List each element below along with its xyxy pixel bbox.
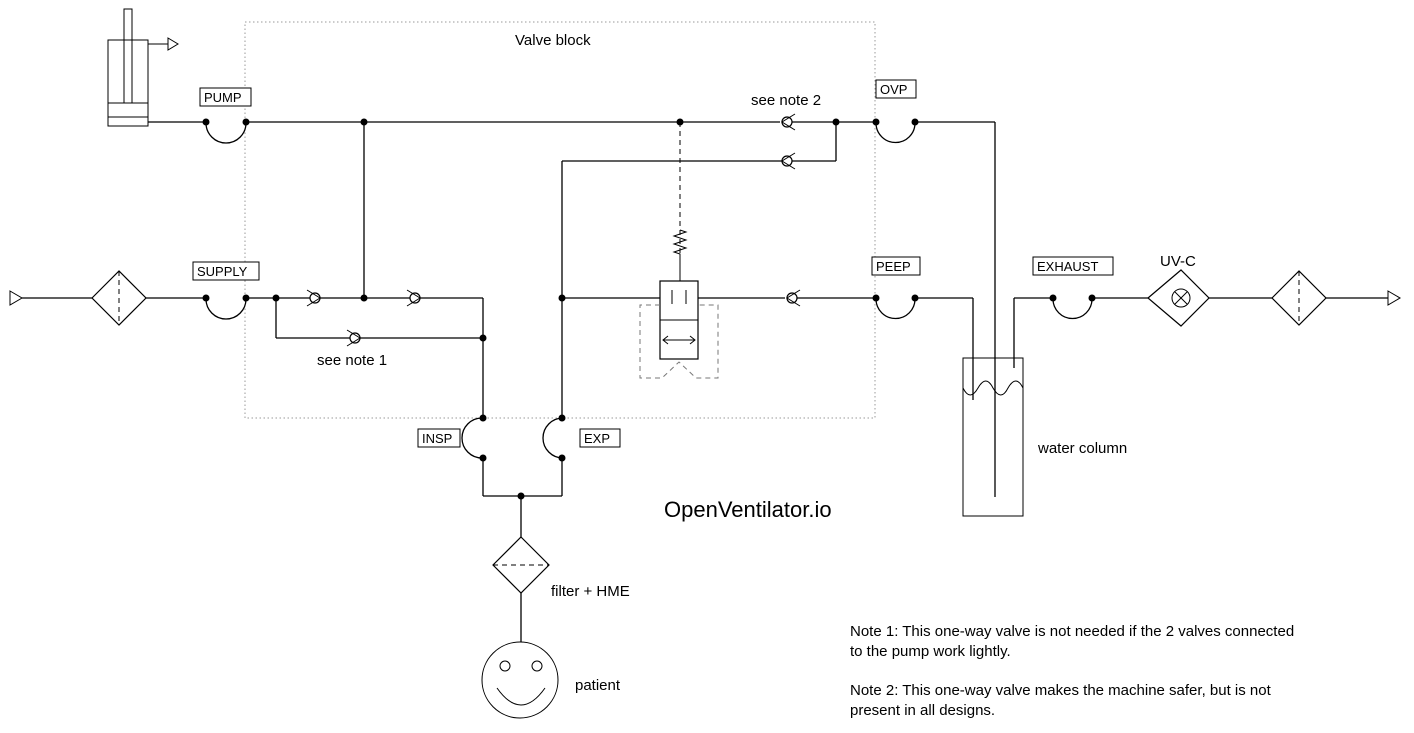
- pump-line: [148, 121, 996, 497]
- brand-title: OpenVentilator.io: [664, 497, 832, 522]
- junction: [872, 118, 880, 126]
- uv-c-label: UV-C: [1160, 253, 1196, 270]
- patient-filter-icon: [492, 536, 550, 594]
- water-column-icon: [962, 357, 1024, 517]
- junction: [202, 294, 210, 302]
- inlet-filter-icon: [91, 270, 147, 326]
- port-label-supply: SUPPLY: [197, 264, 248, 279]
- tag-box: [875, 79, 917, 99]
- pump-cylinder-icon: [107, 8, 179, 127]
- junction: [1049, 294, 1057, 302]
- tag-box: [199, 87, 252, 107]
- exhaust-outlet-icon: [1387, 290, 1401, 306]
- junction: [242, 118, 250, 126]
- port-label-pump: PUMP: [204, 90, 242, 105]
- note-2-line-1: Note 2: This one-way valve makes the mac…: [850, 682, 1272, 699]
- junction: [272, 294, 280, 302]
- uv-c-lamp-icon: [1147, 269, 1210, 327]
- junction: [479, 414, 487, 422]
- exhaust-filter-icon: [1271, 270, 1327, 326]
- see-note-2-label: see note 2: [751, 92, 821, 109]
- peep-valve-icon: [639, 229, 719, 379]
- tag-box: [192, 261, 260, 281]
- junction: [1088, 294, 1096, 302]
- tag-box: [1032, 256, 1114, 276]
- port-label-insp: INSP: [422, 431, 452, 446]
- junction: [911, 118, 919, 126]
- tag-box: [871, 256, 921, 276]
- patient-label: patient: [575, 677, 621, 694]
- patient-face-icon: [481, 641, 559, 719]
- junction: [360, 294, 368, 302]
- water-column-label: water column: [1037, 440, 1127, 457]
- port-label-exhaust: EXHAUST: [1037, 259, 1098, 274]
- junction: [242, 294, 250, 302]
- supply-inlet-icon: [9, 290, 92, 306]
- see-note-1-label: see note 1: [317, 352, 387, 369]
- check-valve-icon: [781, 113, 796, 131]
- port-label-ovp: OVP: [880, 82, 907, 97]
- junction: [911, 294, 919, 302]
- tag-box: [579, 428, 621, 448]
- port-label-peep: PEEP: [876, 259, 911, 274]
- note-1-line-2: to the pump work lightly.: [850, 643, 1011, 660]
- note-1-line-1: Note 1: This one-way valve is not needed…: [850, 623, 1294, 640]
- tag-box: [417, 428, 461, 448]
- port-label-exp: EXP: [584, 431, 610, 446]
- junction: [202, 118, 210, 126]
- note-2-line-2: present in all designs.: [850, 702, 995, 719]
- junction: [558, 294, 566, 302]
- valve-block-label: Valve block: [515, 32, 591, 49]
- filter-hme-label: filter + HME: [551, 583, 630, 600]
- junction: [872, 294, 880, 302]
- junction: [479, 334, 487, 342]
